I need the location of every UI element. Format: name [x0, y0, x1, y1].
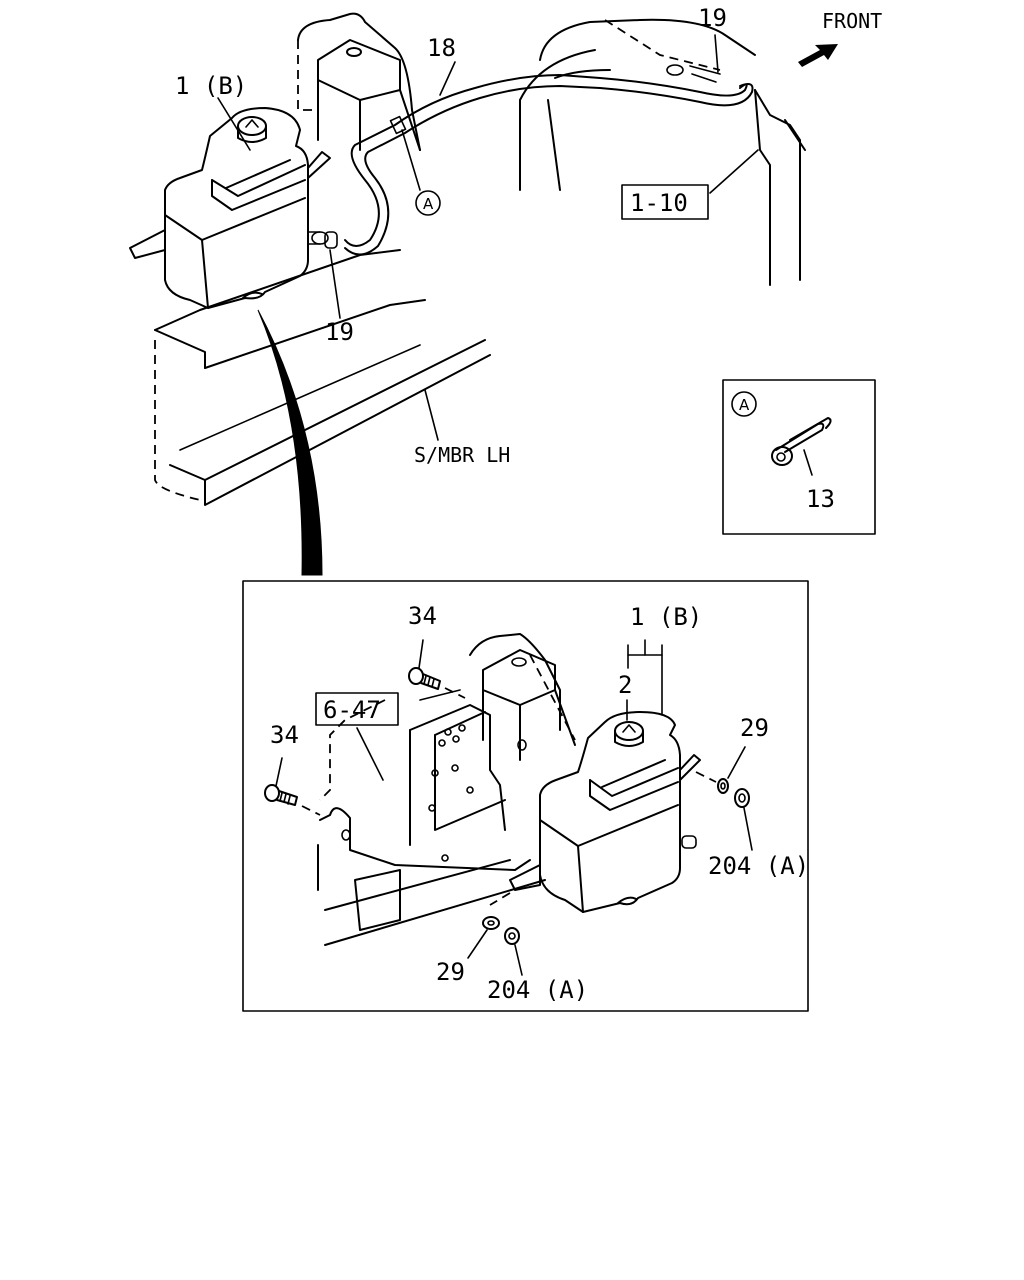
label-washer-29-right: 29: [740, 714, 769, 742]
label-cap-2: 2: [618, 671, 632, 699]
label-tank-1b: 1 (B): [175, 72, 247, 100]
bolt-34-lower: [264, 757, 321, 816]
tank-detail-box: [242, 580, 809, 1012]
nut-204a-bottom: [504, 927, 523, 976]
label-bolt-34-lower: 34: [270, 721, 299, 749]
ref-box-radiator: [621, 184, 709, 220]
detail-a-label: A: [739, 396, 750, 414]
label-nut-204a-right: 204 (A): [708, 852, 809, 880]
label-washer-29-bottom: 29: [436, 958, 465, 986]
label-clip-19-top: 19: [698, 4, 727, 32]
ref-box-bracket: [315, 692, 399, 726]
leader-lines-detail: [356, 639, 663, 781]
label-bolt-34-upper: 34: [408, 602, 437, 630]
hose-clamp-13: [771, 417, 832, 476]
front-indicator: FRONT: [798, 9, 882, 67]
label-hose-18: 18: [427, 34, 456, 62]
radiator-frame: [519, 18, 806, 286]
callout-a-circle: [415, 190, 441, 216]
bolt-34-upper: [408, 639, 466, 699]
washer-29-right: [717, 746, 746, 794]
mounting-bracket: [317, 633, 576, 946]
detail-a-box: [722, 379, 876, 535]
overflow-hose: [344, 74, 754, 256]
callout-a-label: A: [423, 195, 434, 213]
front-arrow-icon: [798, 44, 838, 67]
side-member-lh: [154, 249, 491, 506]
ref-bracket-6-47: 6-47: [323, 696, 381, 724]
detail-a-circle: [731, 391, 757, 417]
label-nut-204a-bottom: 204 (A): [487, 976, 588, 1004]
label-tank-1b-detail: 1 (B): [630, 603, 702, 631]
label-clamp-13: 13: [806, 485, 835, 513]
leader-lines-top: [217, 34, 759, 441]
detail-pointer-arrow: [257, 309, 323, 576]
washer-29-bottom: [467, 916, 500, 959]
ref-radiator-1-10: 1-10: [630, 189, 688, 217]
label-clip-19-lower: 19: [325, 318, 354, 346]
reservoir-tank: [129, 107, 338, 309]
nut-204a-right: [734, 788, 753, 851]
front-label: FRONT: [822, 9, 882, 33]
reservoir-tank-detail: [489, 711, 717, 913]
label-side-member: S/MBR LH: [414, 443, 510, 467]
